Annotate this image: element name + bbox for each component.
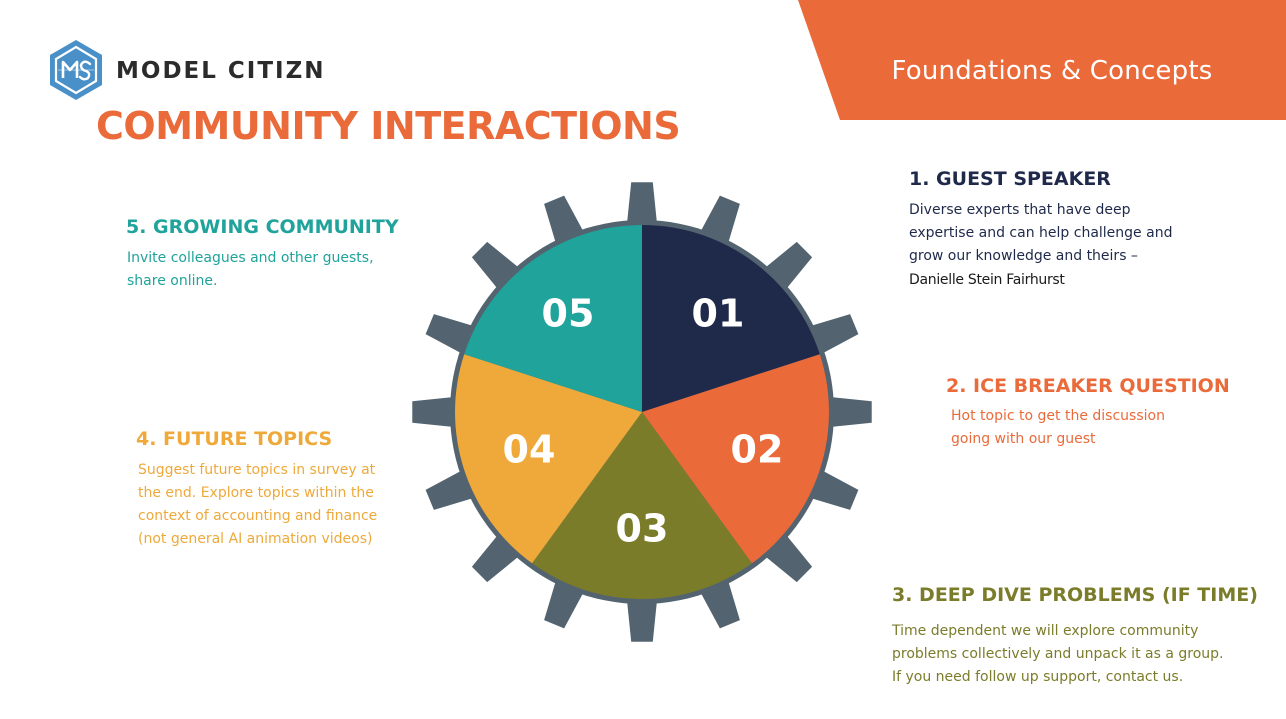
banner-title: Foundations & Concepts	[891, 56, 1213, 86]
speaker-signature: Danielle Stein Fairhurst	[909, 272, 1065, 288]
item-title: 5. GROWING COMMUNITY	[126, 216, 399, 238]
item-title: 4. FUTURE TOPICS	[136, 428, 333, 450]
gear-numbers: 01 02 03 04 05	[503, 292, 784, 551]
gear-segment-01	[642, 225, 820, 412]
page-title: COMMUNITY INTERACTIONS	[96, 104, 681, 148]
item-growing-community: 5. GROWING COMMUNITY Invite colleagues a…	[126, 216, 416, 293]
segment-number-03: 03	[616, 507, 669, 551]
gear-segment-03	[532, 412, 752, 600]
item-description: Diverse experts that have deep expertise…	[909, 202, 1173, 264]
model-citizn-logo-icon	[50, 40, 102, 100]
segment-number-01: 01	[692, 292, 745, 336]
item-ice-breaker: 2. ICE BREAKER QUESTION Hot topic to get…	[946, 375, 1236, 451]
item-deep-dive: 3. DEEP DIVE PROBLEMS (IF TIME) Time dep…	[892, 584, 1272, 689]
gear-segments	[455, 225, 829, 600]
item-description: Hot topic to get the discussion going wi…	[951, 408, 1165, 447]
item-title: 3. DEEP DIVE PROBLEMS (IF TIME)	[892, 584, 1258, 606]
brand-name: MODEL CITIZN	[116, 58, 326, 84]
segment-number-05: 05	[542, 292, 595, 336]
gear-segment-02	[642, 354, 829, 564]
gear-segment-05	[464, 225, 642, 412]
item-title: 1. GUEST SPEAKER	[909, 168, 1111, 190]
item-guest-speaker: 1. GUEST SPEAKER Diverse experts that ha…	[909, 168, 1209, 288]
segment-number-02: 02	[731, 428, 784, 472]
item-description: Suggest future topics in survey at the e…	[138, 462, 378, 547]
item-description: Invite colleagues and other guests, shar…	[127, 250, 374, 289]
gear-segment-04	[455, 354, 642, 564]
item-description: Time dependent we will explore community…	[892, 623, 1224, 685]
item-future-topics: 4. FUTURE TOPICS Suggest future topics i…	[136, 428, 386, 551]
item-title: 2. ICE BREAKER QUESTION	[946, 375, 1230, 397]
segment-number-04: 04	[503, 428, 556, 472]
